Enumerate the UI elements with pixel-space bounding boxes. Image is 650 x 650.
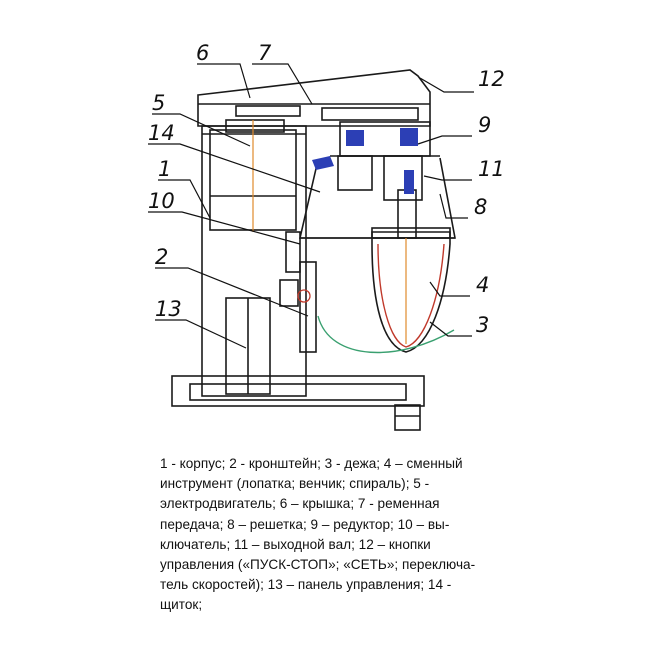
base-inner xyxy=(189,383,407,401)
leader-9 xyxy=(417,135,472,145)
leader-3 xyxy=(429,321,472,337)
bracket xyxy=(299,261,317,353)
leader-7 xyxy=(252,63,313,105)
label-2: 2 xyxy=(155,245,168,269)
blue-part-d xyxy=(404,170,414,194)
label-4: 4 xyxy=(476,273,489,297)
bowl-rim xyxy=(371,227,451,239)
leader-5 xyxy=(152,113,251,147)
caption-line: передача; 8 – решетка; 9 – редуктор; 10 … xyxy=(160,516,450,532)
label-11: 11 xyxy=(478,157,505,181)
blue-part-c xyxy=(400,128,418,146)
figure-caption: 1 - корпус; 2 - кронштейн; 3 - дежа; 4 –… xyxy=(160,454,520,616)
leader-2 xyxy=(155,267,309,317)
leader-6 xyxy=(197,63,251,99)
blue-part-a xyxy=(312,156,334,170)
label-14: 14 xyxy=(148,121,175,145)
label-12: 12 xyxy=(478,67,505,91)
label-8: 8 xyxy=(474,195,487,219)
caption-line: 1 - корпус; 2 - кронштейн; 3 - дежа; 4 –… xyxy=(160,456,463,471)
base-frame xyxy=(171,375,425,407)
label-13: 13 xyxy=(155,297,182,321)
leader-8 xyxy=(439,193,468,219)
mixer-technical-drawing: 6 7 12 5 14 1 10 2 13 9 11 8 4 3 xyxy=(148,41,505,431)
caption-line: электродвигатель; 6 – крышка; 7 - ременн… xyxy=(160,496,440,512)
leader-12 xyxy=(419,77,474,93)
leader-1 xyxy=(158,179,211,219)
caption-line: ключатель; 11 – выходной вал; 12 – кнопк… xyxy=(160,536,431,552)
pulley-left xyxy=(235,105,301,117)
blue-part-b xyxy=(346,130,364,146)
label-1: 1 xyxy=(158,157,171,181)
lid-outline xyxy=(197,69,431,127)
switch-lower xyxy=(279,279,299,307)
drawing-lines xyxy=(171,69,456,431)
cable xyxy=(317,315,455,354)
label-3: 3 xyxy=(476,313,489,337)
label-7: 7 xyxy=(258,41,272,65)
red-ring xyxy=(297,289,311,303)
output-shaft xyxy=(397,189,417,239)
leader-lines xyxy=(148,63,474,349)
switch-body xyxy=(285,231,301,273)
caption-line: инструмент (лопатка; венчик; спираль); 5… xyxy=(160,476,430,492)
housing-body xyxy=(201,125,307,397)
label-9: 9 xyxy=(478,113,491,137)
label-10: 10 xyxy=(148,189,175,213)
caption-line: управления («ПУСК-СТОП»; «СЕТЬ»; переклю… xyxy=(160,557,476,573)
caption-line: щиток; xyxy=(160,597,203,613)
leader-11 xyxy=(423,175,472,181)
base-foot xyxy=(394,404,421,431)
guard-cone xyxy=(298,157,456,239)
gearbox-left-block xyxy=(337,155,373,191)
leader-14 xyxy=(148,143,321,193)
bowl-outer xyxy=(371,231,451,353)
leader-4 xyxy=(429,281,470,297)
leader-13 xyxy=(155,319,247,349)
caption-line: тель скоростей); 13 – панель управления;… xyxy=(160,577,452,593)
label-6: 6 xyxy=(196,41,209,65)
label-5: 5 xyxy=(152,91,165,115)
leader-10 xyxy=(148,211,301,245)
belt-drive xyxy=(321,107,419,121)
attachment-tool xyxy=(377,243,445,348)
